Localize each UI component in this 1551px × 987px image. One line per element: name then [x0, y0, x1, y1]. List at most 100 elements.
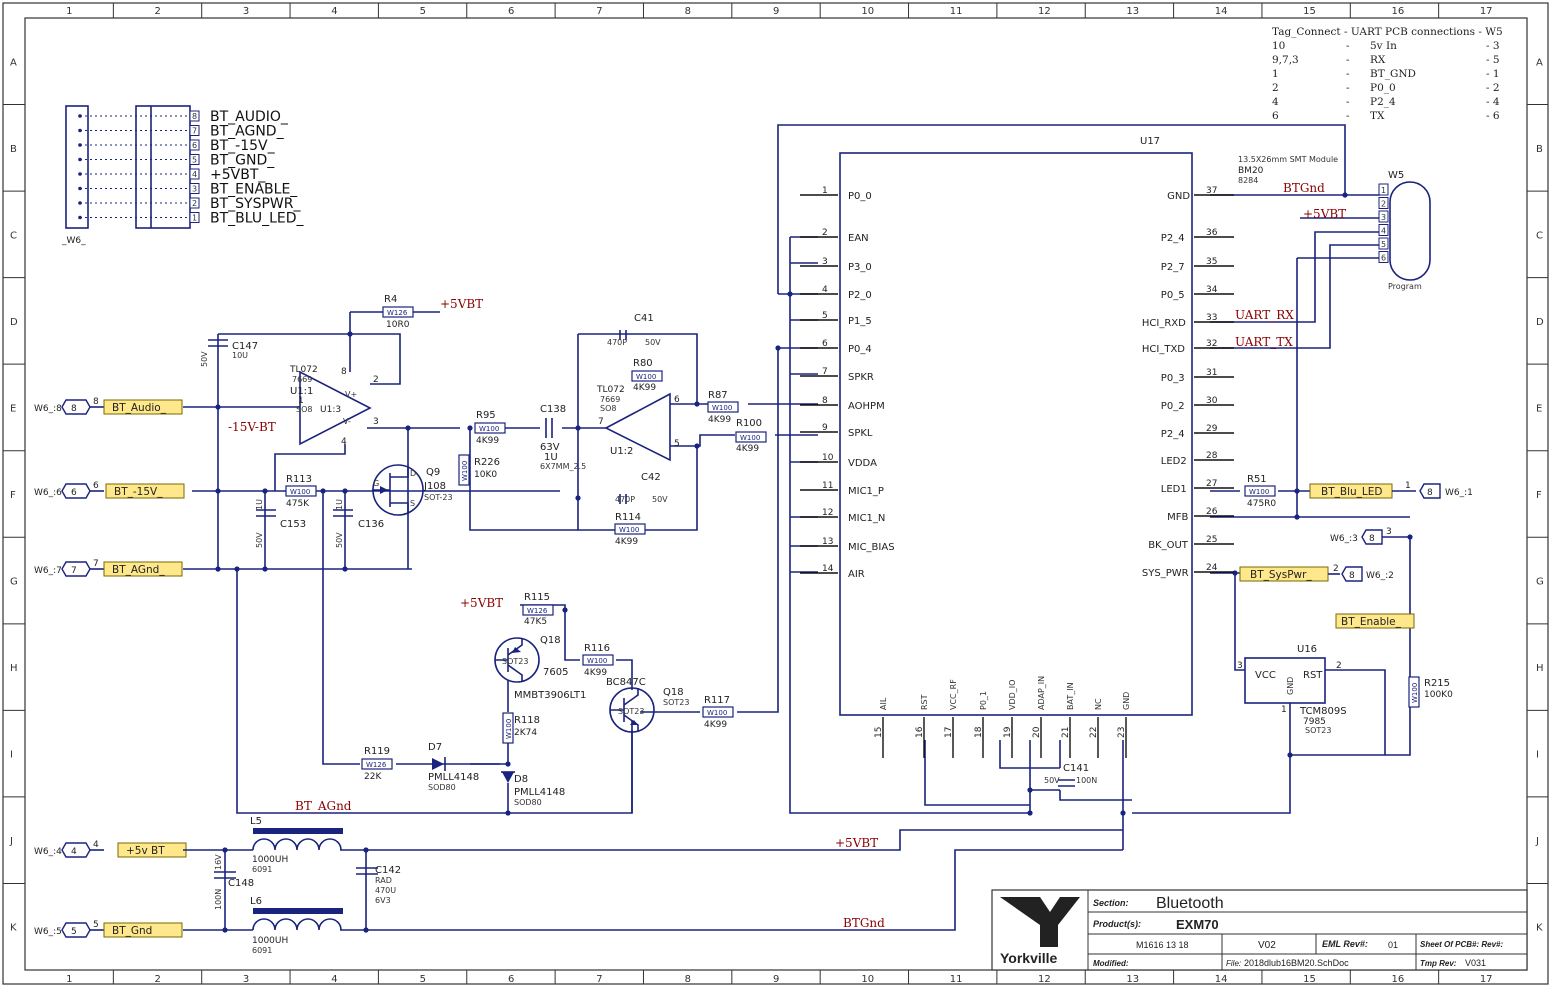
w5-pin-number: 4	[1381, 227, 1386, 236]
row-label-left: J	[9, 836, 13, 847]
c42-val: 470P	[615, 495, 635, 504]
u1b-num: 7669	[600, 395, 620, 404]
tag-row-c: TX	[1370, 110, 1385, 122]
q18a-num: 7605	[543, 667, 568, 678]
d8-part: PMLL4148	[514, 787, 565, 798]
c41-v: 50V	[645, 338, 661, 347]
resistor-value: 100K0	[1424, 690, 1453, 700]
resistor-ref: R114	[615, 512, 641, 523]
resistor-ref: R116	[584, 643, 610, 654]
tag-row-a: 1	[1272, 68, 1279, 80]
file: 2018dlub16BM20.SchDoc	[1244, 958, 1349, 968]
code: M1616 13 18	[1136, 940, 1189, 950]
u1a-num: 7669	[292, 375, 312, 384]
row-label-left: A	[10, 57, 17, 68]
w6-pin-net: BT_-15V_	[210, 138, 276, 154]
tag-row-b: -	[1346, 68, 1350, 80]
u17-left-pin-name: P3_0	[848, 262, 872, 273]
resistor-body	[735, 431, 767, 443]
resistor-value: 475R0	[1247, 499, 1276, 509]
l6-num: 6091	[252, 946, 272, 955]
u17-bottom-pin-number: 16	[915, 726, 925, 738]
resistor-pkg: W100	[1249, 488, 1269, 496]
right-port-net: BT_Enable_	[1341, 616, 1402, 628]
resistor-value: 10R0	[386, 320, 410, 330]
u17-left-pin-number: 9	[822, 423, 828, 433]
resistor-pkg: W100	[636, 373, 656, 381]
tag-row-d: - 6	[1486, 110, 1500, 122]
col-label-bottom: 3	[243, 974, 249, 985]
u17-right-pin-number: 36	[1206, 228, 1218, 238]
row-label-left: F	[10, 490, 16, 501]
u17-bottom-pin-number: 22	[1089, 727, 1099, 738]
section-label: Section:	[1093, 898, 1129, 908]
c42-v: 50V	[652, 495, 668, 504]
opamp-u1-2: TL072 7669 SO8 U1:2 6 7 5	[596, 385, 680, 462]
u17-bottom-pin-name: VCC_RF	[949, 679, 958, 710]
port-ref: W6_:4	[34, 847, 62, 857]
row-label-right: J	[1535, 836, 1539, 847]
col-label-bottom: 14	[1215, 974, 1228, 985]
u17-left-pin-number: 6	[822, 339, 828, 349]
right-port-ref: W6_:3	[1330, 534, 1358, 544]
u17-bottom-pin-name: ADAP_IN	[1037, 676, 1046, 710]
right-port-pin-box: 8	[1349, 571, 1355, 581]
right-port-pin: 2	[1333, 564, 1339, 574]
w6-pin-number: 2	[192, 199, 197, 208]
u17-right-pin-number: 32	[1206, 339, 1217, 349]
q9-ref: Q9	[426, 467, 440, 478]
col-label-bottom: 10	[861, 974, 874, 985]
u1b-pin7: 7	[598, 417, 604, 427]
q18-npn: SOT23 BC847C Q18 SOT23	[606, 677, 689, 733]
c138-ref: C138	[540, 404, 566, 415]
tag-row-a: 10	[1272, 40, 1285, 52]
net-m15vbt: -15V-BT	[228, 420, 276, 434]
u1b-ref: U1:2	[610, 446, 633, 457]
q9-part: J108	[423, 481, 446, 492]
col-label-bottom: 8	[685, 974, 691, 985]
resistor-body	[458, 454, 470, 486]
u17-right-pin-number: 33	[1206, 313, 1217, 323]
eml-label: EML Rev#:	[1322, 939, 1368, 949]
d7-ref: D7	[428, 742, 442, 753]
right-port-ref: W6_:1	[1445, 488, 1473, 498]
u17-left-pin-name: MIC_BIAS	[848, 542, 895, 553]
u17-left-pin-name: P0_0	[848, 191, 872, 202]
u17-left-pin-name: SPKR	[848, 372, 874, 383]
resistor-body	[631, 370, 663, 382]
u16-pin3: 3	[1237, 661, 1243, 671]
u17-bottom-pin-name: AIL	[879, 697, 888, 710]
c136-v: 50V	[335, 532, 344, 548]
col-label-bottom: 1	[66, 974, 72, 985]
row-label-right: F	[1536, 490, 1542, 501]
u1a-vminus: V-	[343, 417, 351, 426]
q9-g: G	[373, 479, 379, 488]
resistor-value: 22K	[364, 772, 382, 782]
u17-right-pin-name: P2_4	[1161, 429, 1185, 440]
u17-right-pin-number: 29	[1206, 424, 1218, 434]
tag-row-c: P2_4	[1370, 96, 1396, 108]
w6-pin-number: 4	[192, 170, 197, 179]
u1b-pin5: 5	[674, 439, 680, 449]
c42-ref: C42	[641, 472, 661, 483]
u17-bottom-pin-number: 21	[1061, 727, 1071, 738]
tag-row-c: BT_GND	[1370, 68, 1416, 80]
row-label-left: I	[10, 750, 13, 761]
resistor-pkg: W126	[387, 309, 408, 317]
tag-row-d: - 2	[1486, 82, 1500, 94]
resistor-ref: R215	[1424, 678, 1450, 689]
wiring	[183, 124, 1411, 931]
col-label-top: 8	[685, 6, 691, 17]
row-label-right: G	[1536, 577, 1544, 588]
tag-row-d: - 4	[1486, 96, 1500, 108]
u17-left-pin-number: 2	[822, 228, 828, 238]
port-connector	[61, 842, 91, 858]
u17-right-pin-name: P0_3	[1161, 373, 1185, 384]
u17-bottom-pin-name: GND	[1122, 692, 1131, 710]
resistor-body	[522, 604, 554, 616]
opamp-u1-1: TL072 7669 U1:1 U1:3 V+ V- 1 2 3 4 8 SO8	[289, 365, 379, 447]
resistor-body	[1244, 485, 1276, 497]
tag-row-d: - 3	[1486, 40, 1500, 52]
u17-left-pin-name: AIR	[848, 569, 865, 580]
